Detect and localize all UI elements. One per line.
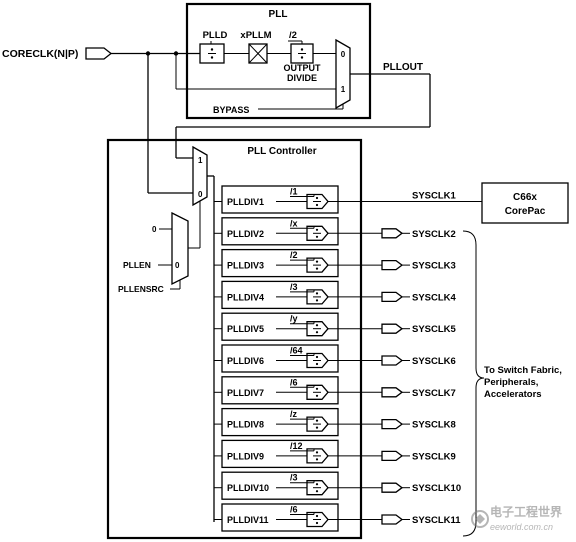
divider-ratio: /2 xyxy=(290,250,298,260)
plldiv-name: PLLDIV4 xyxy=(227,292,264,302)
sysclk-label: SYSCLK6 xyxy=(412,356,456,367)
pll-mux-in1: 1 xyxy=(341,85,346,94)
output-buffer-icon xyxy=(381,482,404,493)
divider-ratio: /1 xyxy=(290,187,298,197)
plldiv-name: PLLDIV6 xyxy=(227,356,264,366)
destination-line3: Accelerators xyxy=(484,389,542,400)
corepac-line1: C66x xyxy=(513,192,537,203)
sysclk-label: SYSCLK8 xyxy=(412,420,456,431)
plldiv-name: PLLDIV3 xyxy=(227,261,264,271)
output-buffer-icon xyxy=(381,418,404,430)
plld-label: PLLD xyxy=(203,30,228,41)
plldiv-name: PLLDIV10 xyxy=(227,483,269,493)
output-divide-line2: DIVIDE xyxy=(287,73,317,83)
sysclk-label: SYSCLK4 xyxy=(412,292,457,303)
output-buffer-icon xyxy=(381,387,404,398)
input-signal-label: CORECLK(N|P) xyxy=(2,48,78,60)
destination-brace xyxy=(462,230,485,537)
divider-ratio: /y xyxy=(290,314,298,324)
mux2-in0: 0 xyxy=(175,261,180,270)
pll-mux-in0: 0 xyxy=(341,50,346,59)
divider-ratio: /6 xyxy=(290,505,298,515)
pllensrc-label: PLLENSRC xyxy=(118,284,164,294)
sysclk-label: SYSCLK2 xyxy=(412,229,456,240)
watermark: 电子工程世界 eeworld.com.cn xyxy=(471,504,562,532)
divider-ratio: /3 xyxy=(290,473,298,483)
sysclk-label: SYSCLK11 xyxy=(412,515,461,526)
sysclk-label: SYSCLK7 xyxy=(412,388,456,399)
pll-controller-block xyxy=(106,138,363,540)
corepac-line2: CorePac xyxy=(505,206,546,217)
plldiv-name: PLLDIV2 xyxy=(227,229,264,239)
controller-bypass-mux xyxy=(192,145,208,207)
divider-ratio: /64 xyxy=(290,346,303,356)
div2-label: /2 xyxy=(289,30,297,41)
plldiv-name: PLLDIV7 xyxy=(227,388,264,398)
input-buffer-icon xyxy=(85,47,113,60)
sysclk-label: SYSCLK1 xyxy=(412,191,457,202)
divider-ratio: /6 xyxy=(290,377,298,387)
divider-ratio: /x xyxy=(290,218,298,228)
pll-controller-title: PLL Controller xyxy=(247,146,316,157)
output-buffer-icon xyxy=(381,259,404,271)
mux1-in1: 1 xyxy=(198,156,203,165)
mux1-in0: 0 xyxy=(198,190,203,199)
sysclk-label: SYSCLK3 xyxy=(412,261,456,272)
divider-ratio: /12 xyxy=(290,441,303,451)
corepac-box xyxy=(481,182,569,224)
output-buffer-icon xyxy=(381,514,404,525)
sysclk-label: SYSCLK9 xyxy=(412,451,456,462)
pll-bypass-mux xyxy=(335,38,351,110)
sysclk-label: SYSCLK10 xyxy=(412,483,461,494)
pll-block xyxy=(185,2,372,120)
output-buffer-icon xyxy=(381,323,404,334)
pllen-label: PLLEN xyxy=(123,260,151,270)
output-divide-line1: OUTPUT xyxy=(284,63,322,73)
divider-ratio: /3 xyxy=(290,282,298,292)
sysclk-label: SYSCLK5 xyxy=(412,324,457,335)
plldiv-name: PLLDIV9 xyxy=(227,451,264,461)
pll-title: PLL xyxy=(269,9,288,20)
plldiv-name: PLLDIV8 xyxy=(227,420,264,430)
pllout-label: PLLOUT xyxy=(383,62,423,73)
mux2-const0: 0 xyxy=(152,225,157,234)
watermark-url: eeworld.com.cn xyxy=(490,522,553,532)
plldiv-name: PLLDIV5 xyxy=(227,324,264,334)
output-buffer-icon xyxy=(381,450,404,462)
watermark-text: 电子工程世界 xyxy=(490,504,562,519)
output-buffer-icon xyxy=(381,228,404,239)
plldiv-name: PLLDIV11 xyxy=(227,515,269,525)
plldiv-name: PLLDIV1 xyxy=(227,197,264,207)
output-buffer-icon xyxy=(381,291,404,303)
pllen-select-mux xyxy=(171,211,189,286)
destination-line2: Peripherals, xyxy=(484,377,538,388)
destination-line1: To Switch Fabric, xyxy=(484,365,562,376)
xpllm-label: xPLLM xyxy=(240,30,271,41)
bypass-label: BYPASS xyxy=(213,105,249,115)
output-buffer-icon xyxy=(381,355,404,366)
divider-row: PLLDIV1/1 SYSCLK1 xyxy=(214,185,482,214)
divider-ratio: /z xyxy=(290,409,298,419)
